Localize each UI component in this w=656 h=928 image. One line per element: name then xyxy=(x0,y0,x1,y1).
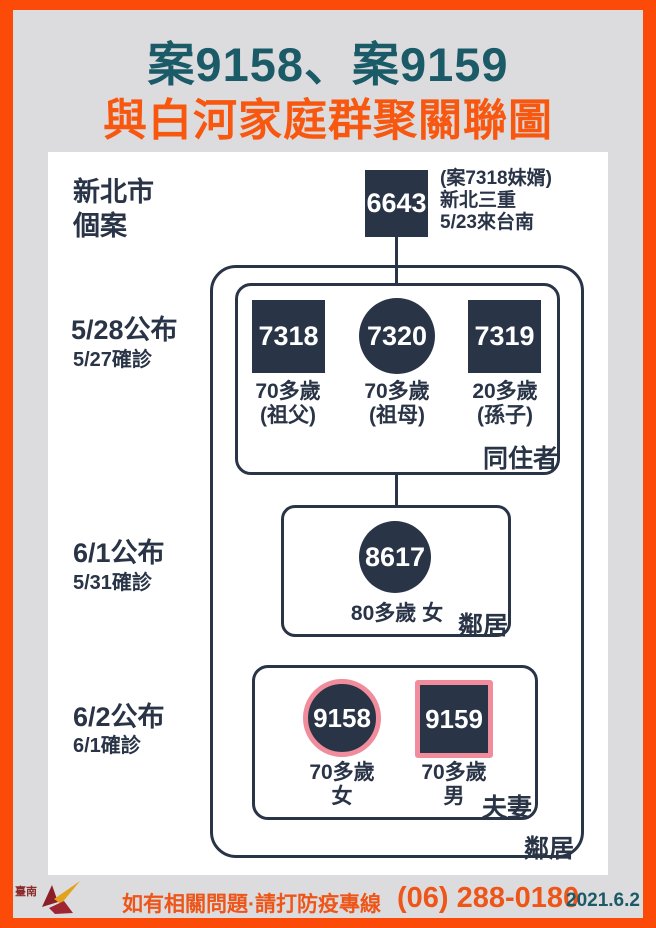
case-node-6643: 6643 xyxy=(365,170,428,237)
case-7318-age: 70多歲 xyxy=(255,380,321,403)
footer-hotline-phone: (06) 288-0180 xyxy=(397,882,580,914)
case-id-7318: 7318 xyxy=(258,321,319,351)
tainan-logo-text: 臺南 xyxy=(15,884,37,898)
case-node-9158: 9158 xyxy=(303,679,381,757)
case-id-6643: 6643 xyxy=(366,188,427,218)
case-7318-relation: (祖父) xyxy=(260,404,316,427)
case-9159-age: 70多歲 xyxy=(421,761,487,784)
couple-group-label: 夫妻 xyxy=(482,794,533,822)
case-9159-description: 70多歲 男 xyxy=(399,761,509,809)
case-id-7319: 7319 xyxy=(474,321,535,351)
case-9159-sex: 男 xyxy=(443,785,465,808)
source-note: (案7318妹婿) 新北三重 5/23來台南 xyxy=(440,168,552,234)
case-node-9159: 9159 xyxy=(415,680,493,758)
source-note-line1: (案7318妹婿) xyxy=(440,168,552,189)
section2-confirm-date: 5/31確診 xyxy=(73,572,152,594)
neighbor-group-label: 鄰居 xyxy=(458,612,509,640)
tainan-logo: 臺南 xyxy=(14,877,84,917)
footer-date: 2021.6.2 xyxy=(566,890,640,911)
source-region-label-line1: 新北市 xyxy=(73,177,154,207)
cluster-container xyxy=(210,265,584,858)
case-7320-description: 70多歲 (祖母) xyxy=(342,380,452,428)
outer-neighbor-group-label: 鄰居 xyxy=(524,835,575,863)
poster-title-line2: 與白河家庭群聚關聯圖 xyxy=(103,96,553,145)
case-node-7319: 7319 xyxy=(468,300,541,373)
section2-announce-date: 6/1公布 xyxy=(73,538,165,568)
case-9158-sex: 女 xyxy=(331,785,353,808)
poster-title-line1: 案9158、案9159 xyxy=(147,38,509,91)
case-id-8617: 8617 xyxy=(364,541,426,572)
connector-cohabitants-to-neighbor xyxy=(395,475,398,506)
case-7320-age: 70多歲 xyxy=(364,380,430,403)
case-id-9159: 9159 xyxy=(425,703,483,734)
case-id-9158: 9158 xyxy=(313,702,371,733)
case-id-7320: 7320 xyxy=(366,320,428,351)
tainan-logo-graphic: 臺南 xyxy=(15,881,80,914)
source-note-line2: 新北三重 xyxy=(440,190,517,211)
case-node-7320: 7320 xyxy=(359,298,435,374)
connector-6643-to-cohabitants xyxy=(395,237,398,286)
section1-confirm-date: 5/27確診 xyxy=(73,349,152,371)
case-7319-age: 20多歲 xyxy=(472,380,538,403)
case-7320-relation: (祖母) xyxy=(369,404,425,427)
case-7319-description: 20多歲 (孫子) xyxy=(450,380,560,428)
footer-hotline-text: 如有相關問題·請打防疫專線 xyxy=(122,893,381,916)
cohabitants-group-label: 同住者 xyxy=(483,445,559,473)
section3-announce-date: 6/2公布 xyxy=(73,702,165,732)
section3-confirm-date: 6/1確診 xyxy=(73,735,141,757)
case-9158-description: 70多歲 女 xyxy=(287,761,397,809)
section1-announce-date: 5/28公布 xyxy=(71,315,178,345)
source-region-label-line2: 個案 xyxy=(73,211,127,241)
case-node-8617: 8617 xyxy=(359,521,431,593)
case-7318-description: 70多歲 (祖父) xyxy=(233,380,343,428)
source-note-line3: 5/23來台南 xyxy=(440,212,534,233)
case-9158-age: 70多歲 xyxy=(309,761,375,784)
case-8617-age: 80多歲 女 xyxy=(350,602,444,625)
case-7319-relation: (孫子) xyxy=(477,404,533,427)
case-node-7318: 7318 xyxy=(252,300,325,373)
